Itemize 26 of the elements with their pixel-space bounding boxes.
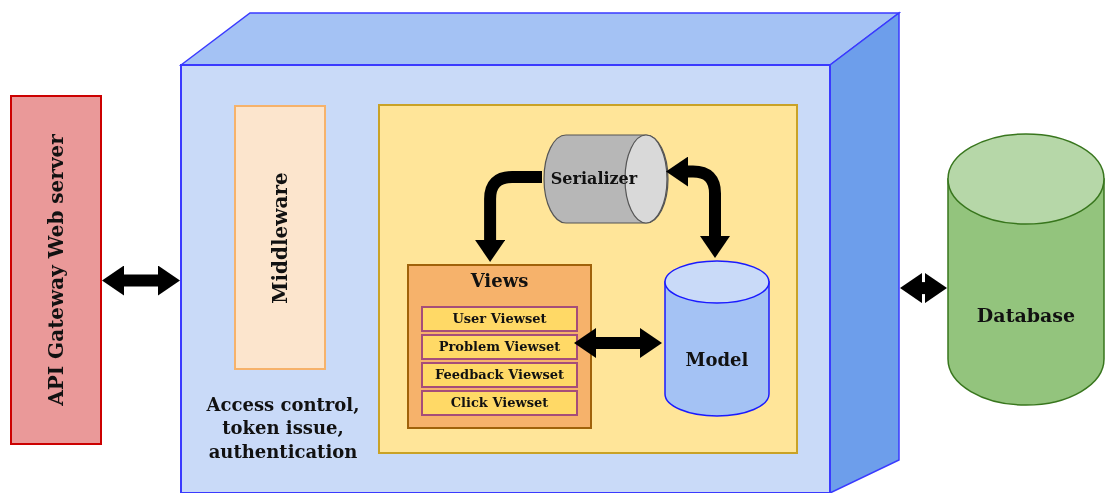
node-heading: Views — [469, 270, 530, 292]
node-label: Serializer — [550, 169, 638, 189]
description-text: Access control, token issue, authentication — [205, 393, 361, 464]
node-label: Feedback Viewset — [435, 367, 564, 383]
node-label: Model — [685, 349, 749, 371]
middleware-box — [234, 105, 326, 370]
double-arrow — [900, 273, 947, 304]
model-cylinder — [664, 260, 770, 416]
double-arrow — [574, 328, 662, 358]
viewset-row — [421, 306, 578, 332]
double-arrow — [102, 265, 180, 296]
viewset-row — [421, 390, 578, 416]
node-label: Database — [976, 303, 1076, 327]
viewset-row — [421, 334, 578, 360]
views-box — [407, 264, 592, 429]
app-panel — [378, 104, 798, 454]
node-label: Problem Viewset — [438, 339, 561, 355]
node-label: User Viewset — [452, 311, 547, 327]
node-label: Click Viewset — [450, 395, 549, 411]
gateway-box — [10, 95, 102, 445]
node-label: Middleware — [267, 170, 293, 306]
viewset-row — [421, 362, 578, 388]
serializer-cylinder — [544, 134, 668, 224]
double-arrow — [666, 156, 730, 258]
node-label: API Gateway Web server — [43, 133, 69, 408]
database-cylinder — [947, 133, 1105, 405]
